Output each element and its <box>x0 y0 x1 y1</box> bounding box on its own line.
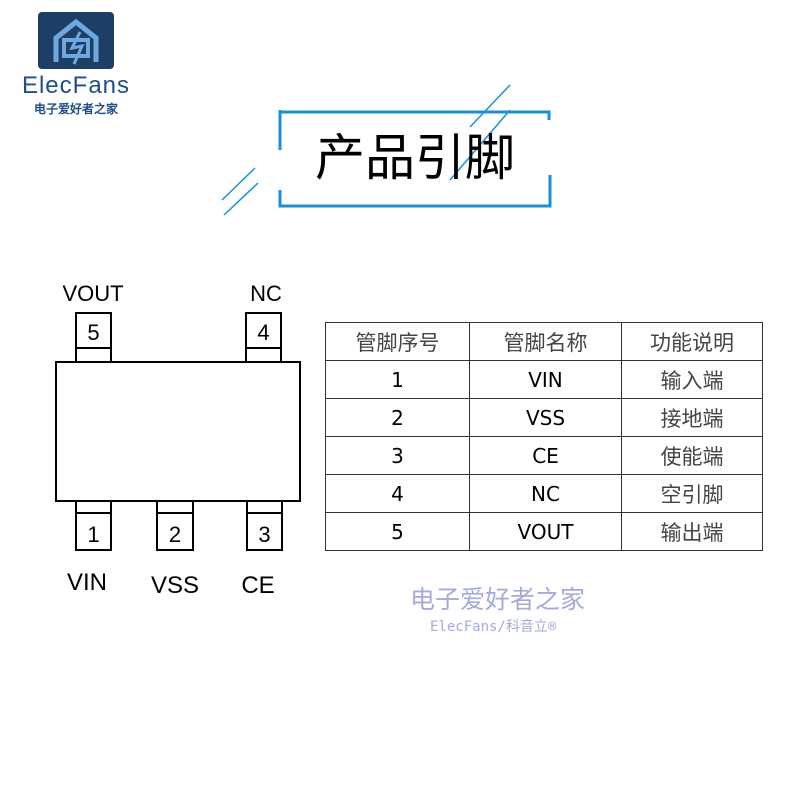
pin-number: 5 <box>87 320 100 345</box>
header-pin-number: 管脚序号 <box>325 322 470 361</box>
cell: 5 <box>325 512 470 551</box>
pin-5: 5 <box>75 312 112 363</box>
pin-1: 1 <box>75 500 112 551</box>
pin-2: 2 <box>156 500 194 551</box>
cell: 输入端 <box>621 360 763 399</box>
pin-3: 3 <box>246 500 283 551</box>
cell: VOUT <box>469 512 622 551</box>
pin-label-vin: VIN <box>66 569 107 596</box>
ic-body <box>55 361 301 502</box>
pin-label-vss: VSS <box>150 572 200 599</box>
title-frame <box>221 84 552 216</box>
cell: 4 <box>325 474 470 513</box>
pin-number: 2 <box>168 522 182 547</box>
table-header: 管脚序号 管脚名称 功能说明 <box>325 322 763 361</box>
pin-number: 3 <box>258 522 271 547</box>
cell: 输出端 <box>621 512 763 551</box>
cell: 3 <box>325 436 470 475</box>
pin-label-nc: NC <box>250 281 282 306</box>
logo-name: ElecFans <box>21 72 131 99</box>
logo-subtitle: 电子爱好者之家 <box>33 102 118 116</box>
pin-number: 4 <box>257 320 270 345</box>
header-pin-name: 管脚名称 <box>469 322 622 361</box>
pin-label-ce: CE <box>241 572 275 599</box>
watermark-subtext: ElecFans/科音立® <box>430 619 557 635</box>
watermark-text: 电子爱好者之家 <box>410 585 586 614</box>
cell: NC <box>469 474 622 513</box>
cell: 接地端 <box>621 398 763 437</box>
cell: VSS <box>469 398 622 437</box>
cell: VIN <box>469 360 622 399</box>
logo-icon <box>38 12 114 69</box>
header-function: 功能说明 <box>621 322 763 361</box>
cell: 空引脚 <box>621 474 763 513</box>
pin-label-vout: VOUT <box>62 281 124 306</box>
pin-number: 1 <box>87 522 100 547</box>
cell: 使能端 <box>621 436 763 475</box>
cell: 2 <box>325 398 470 437</box>
pin-4: 4 <box>245 312 282 363</box>
page-title: 产品引脚 <box>315 129 515 187</box>
cell: 1 <box>325 360 470 399</box>
cell: CE <box>469 436 622 475</box>
